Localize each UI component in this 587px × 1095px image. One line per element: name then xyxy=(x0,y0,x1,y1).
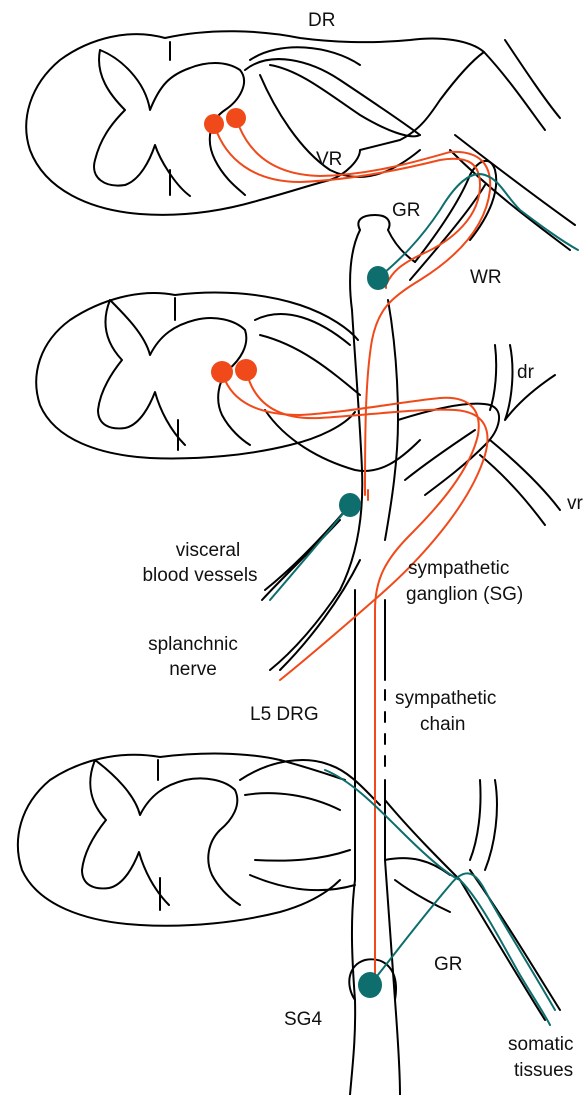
upper-preganglionic-fiber-2 xyxy=(236,118,490,495)
middle-ganglion-neuron xyxy=(339,493,361,517)
upper-dr-root xyxy=(245,47,420,135)
visceral-postganglionic-fiber xyxy=(270,505,350,600)
lower-spinal-cord xyxy=(18,754,560,1020)
label-chain-line2: chain xyxy=(420,714,465,735)
label-sg4: SG4 xyxy=(284,1009,322,1030)
middle-preganglionic-fiber-2 xyxy=(246,370,487,680)
trunk-left-upper xyxy=(340,310,362,590)
lower-dr-root xyxy=(240,760,380,810)
lower-rami xyxy=(385,800,460,912)
sympathetic-trunk xyxy=(262,161,499,1095)
sympathetic-chain-left xyxy=(350,590,355,1095)
lower-vr-root xyxy=(250,850,355,890)
upper-preganglionic-fiber-1 xyxy=(214,124,480,285)
upper-spinal-cord xyxy=(26,31,575,250)
label-visceral-line1: visceral xyxy=(176,540,240,561)
label-dr-upper: DR xyxy=(308,10,335,31)
middle-preganglionic-soma-2 xyxy=(235,359,257,381)
label-gr-upper: GR xyxy=(392,200,421,221)
label-sg-line2: ganglion (SG) xyxy=(406,584,523,605)
label-vr-lower: vr xyxy=(567,493,584,514)
label-somatic-line2: tissues xyxy=(514,1060,573,1081)
visceral-branch-outline xyxy=(262,505,350,600)
upper-preganglionic-soma-2 xyxy=(226,108,246,128)
middle-rami xyxy=(398,404,499,495)
label-splanchnic-line2: nerve xyxy=(169,659,217,680)
middle-spinal-cord xyxy=(36,292,560,525)
sympathetic-chain-right xyxy=(385,600,400,1095)
label-sg-line1: sympathetic xyxy=(408,558,509,579)
middle-preganglionic-soma-1 xyxy=(211,361,233,383)
label-wr: WR xyxy=(470,267,502,288)
label-somatic-line1: somatic xyxy=(508,1034,573,1055)
label-l5-drg: L5 DRG xyxy=(250,704,319,725)
upper-preganglionic-soma-1 xyxy=(204,114,224,134)
lower-cord-outline xyxy=(18,754,345,926)
upper-cord-outline xyxy=(26,31,484,215)
labels: DR VR GR WR dr vr visceral blood vessels… xyxy=(142,10,583,1081)
label-visceral-line2: blood vessels xyxy=(142,565,257,586)
label-vr-upper: VR xyxy=(316,149,342,170)
trunk-right-upper xyxy=(385,300,398,540)
sg4-ganglion-neuron xyxy=(358,972,382,998)
label-gr-lower: GR xyxy=(434,954,463,975)
label-dr-lower: dr xyxy=(517,362,535,383)
label-chain-line1: sympathetic xyxy=(395,688,496,709)
middle-preganglionic-fiber-1 xyxy=(222,372,479,985)
label-splanchnic-line1: splanchnic xyxy=(148,634,238,655)
upper-white-ramus xyxy=(410,161,496,280)
upper-ganglion-neuron xyxy=(367,266,389,290)
middle-cord-outline xyxy=(36,292,358,458)
middle-cord-midline xyxy=(175,298,178,450)
lower-cord-midline xyxy=(158,760,160,910)
